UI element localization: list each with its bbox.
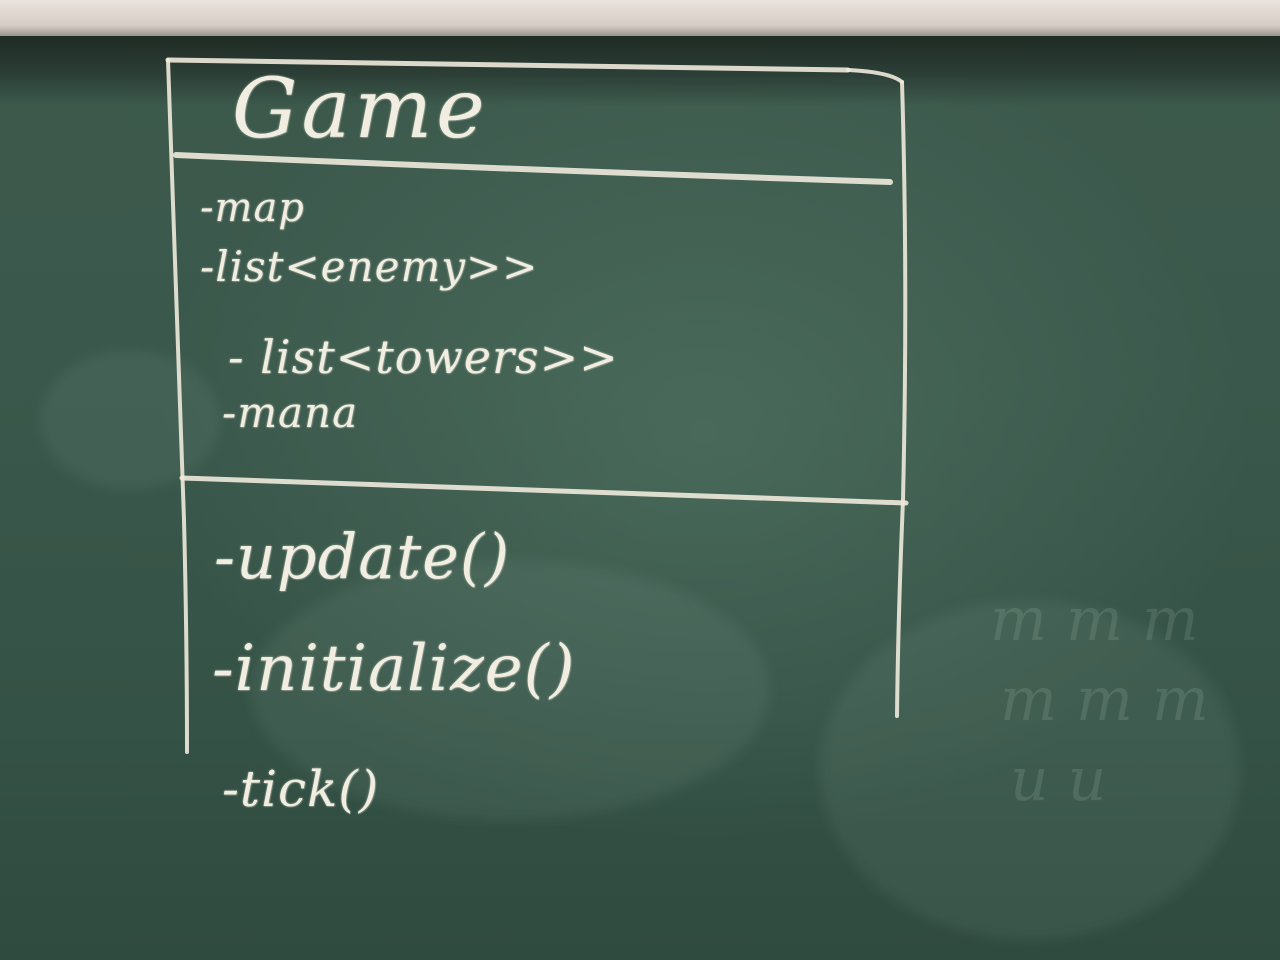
name-compartment-divider (173, 152, 893, 185)
eraser-smudge (820, 600, 1240, 940)
uml-method: -tick() (222, 760, 380, 818)
uml-method: -initialize() (212, 632, 576, 706)
class-box-left-border (166, 58, 189, 754)
eraser-smudge (40, 350, 220, 490)
class-box-top-border-right (846, 68, 904, 84)
eraser-smudge (250, 560, 770, 820)
attribute-compartment-divider (179, 475, 909, 506)
uml-attribute: -list<enemy>> (200, 242, 539, 291)
board-frame-shadow (0, 36, 1280, 106)
uml-attribute: - list<towers>> (228, 330, 619, 384)
uml-attribute: -mana (222, 388, 359, 437)
class-box-top-border (165, 57, 851, 73)
uml-method: -update() (214, 520, 511, 593)
faint-erased-writing: u u (1010, 745, 1107, 815)
uml-attribute: -map (200, 185, 305, 231)
faint-erased-writing: m m m (1000, 665, 1209, 735)
uml-class-name: Game (232, 62, 489, 157)
chalk-tray (0, 0, 1280, 36)
class-box-right-border (895, 80, 908, 718)
faint-erased-writing: m m m (990, 585, 1199, 655)
